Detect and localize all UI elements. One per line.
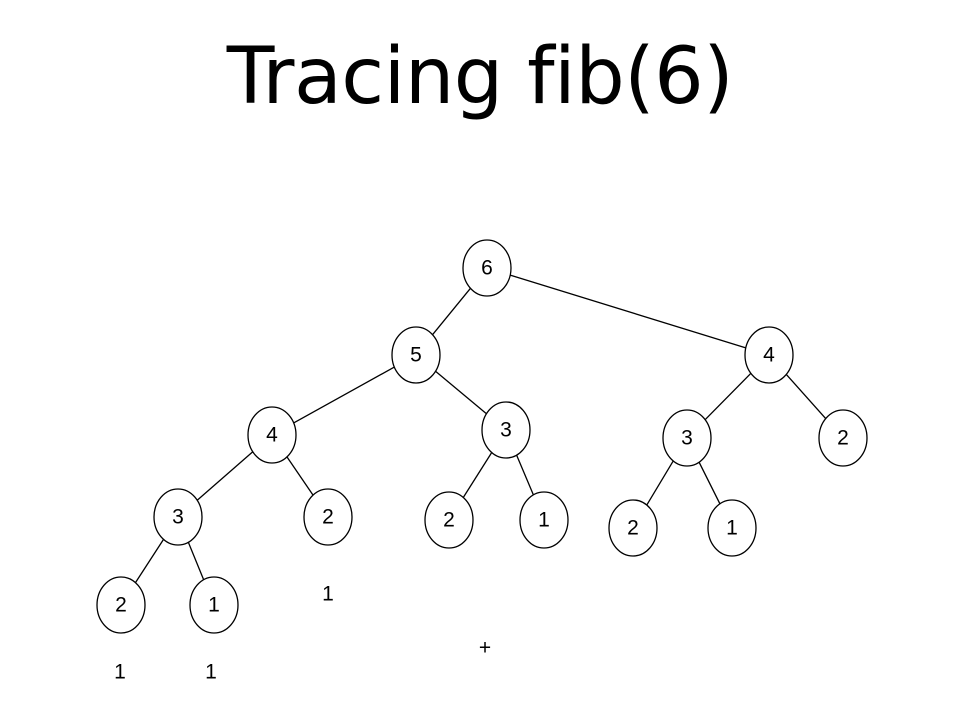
- tree-edge-n3r-n1r: [698, 461, 721, 505]
- node-ellipse: [818, 409, 868, 467]
- node-ellipse: [391, 326, 441, 384]
- node-ellipse: [424, 491, 474, 549]
- node-ellipse: [189, 576, 239, 634]
- tree-edge-n3m-n2m: [462, 452, 493, 498]
- tree-node-n1ll: 1: [189, 576, 239, 634]
- tree-node-n2rr: 2: [818, 409, 868, 467]
- node-label: 1: [538, 509, 550, 532]
- result-value: 1: [322, 583, 334, 606]
- node-ellipse: [462, 239, 512, 297]
- tree-node-n4r: 4: [744, 326, 794, 384]
- tree-node-n2ll: 2: [96, 576, 146, 634]
- node-ellipse: [153, 488, 203, 546]
- node-label: 4: [763, 344, 775, 367]
- node-label: 2: [322, 506, 334, 529]
- result-value: 1: [205, 661, 217, 684]
- node-label: 1: [208, 594, 220, 617]
- tree-edge-n3m-n1m: [516, 454, 534, 496]
- node-label: 1: [726, 517, 738, 540]
- node-ellipse: [519, 491, 569, 549]
- node-ellipse: [96, 576, 146, 634]
- node-ellipse: [608, 499, 658, 557]
- tree-edge-n5-n4: [293, 366, 395, 424]
- node-label: 2: [115, 594, 127, 617]
- node-ellipse: [744, 326, 794, 384]
- tree-node-n3m: 3: [481, 401, 531, 459]
- plus-sign: +: [479, 637, 491, 660]
- tree-node-n2l: 2: [303, 488, 353, 546]
- tree-edge-n4-n2l: [286, 456, 314, 496]
- node-ellipse: [707, 499, 757, 557]
- tree-node-n2r: 2: [608, 499, 658, 557]
- tree-edge-n4r-n3r: [704, 372, 752, 421]
- tree-edge-n6-n5: [432, 287, 471, 336]
- tree-node-n4: 4: [247, 406, 297, 464]
- tree-node-n2m: 2: [424, 491, 474, 549]
- node-label: 4: [266, 424, 278, 447]
- result-value: 1: [114, 661, 126, 684]
- node-ellipse: [481, 401, 531, 459]
- node-label: 6: [481, 257, 493, 280]
- tree-node-n5: 5: [391, 326, 441, 384]
- node-ellipse: [303, 488, 353, 546]
- tree-edge-n5-n3m: [435, 370, 487, 415]
- tree-edge-n4r-n2rr: [785, 373, 827, 420]
- node-label: 3: [172, 506, 184, 529]
- node-label: 5: [410, 344, 422, 367]
- slide-title: Tracing fib(6): [226, 32, 734, 122]
- node-label: 2: [837, 427, 849, 450]
- node-label: 2: [627, 517, 639, 540]
- tree-edge-n6-n4r: [510, 274, 746, 349]
- tree-edge-n3l-n2ll: [134, 538, 165, 584]
- node-label: 3: [500, 419, 512, 442]
- tree-node-n3l: 3: [153, 488, 203, 546]
- node-label: 3: [681, 427, 693, 450]
- tree-node-n6: 6: [462, 239, 512, 297]
- tree-edge-n4-n3l: [196, 451, 254, 501]
- node-label: 2: [443, 509, 455, 532]
- tree-edge-n3l-n1ll: [187, 542, 205, 580]
- node-ellipse: [662, 409, 712, 467]
- tree-node-n1r: 1: [707, 499, 757, 557]
- tree-node-n1m: 1: [519, 491, 569, 549]
- tree-edge-n3r-n2r: [646, 460, 674, 506]
- node-ellipse: [247, 406, 297, 464]
- tree-node-n3r: 3: [662, 409, 712, 467]
